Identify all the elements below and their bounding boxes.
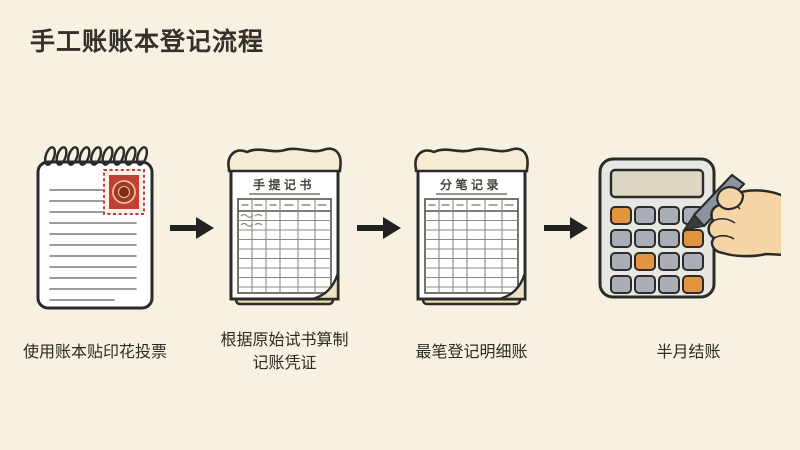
page-curl [310,271,340,300]
step3-illustration: 分笔记录 [409,143,534,313]
hand-with-pen-icon [682,173,781,257]
stamp-icon [103,169,145,215]
step4-illustration [596,153,781,303]
calculator-icon [598,157,716,298]
voucher-ledger-icon: 手提记书 [227,147,342,305]
pen-tip [682,213,706,231]
ledger-table [237,197,332,294]
arrow-right-icon [168,215,214,241]
spiral-binding-icon [43,146,149,166]
detail-ledger-icon: 分笔记录 [414,147,529,305]
top-curl [414,147,529,172]
calculator-display [609,168,705,198]
arrow-right-icon [355,215,401,241]
step2-caption: 根据原始试书算制 记账凭证 [220,332,349,373]
step4-caption: 半月结账 [656,343,721,361]
ledger-title: 手提记书 [253,177,315,192]
arrow-right-icon [542,215,588,241]
step1-illustration [30,140,160,315]
step1-caption: 使用账本贴印花投票 [23,343,168,361]
top-curl [227,147,342,172]
process-flow: 手提记书 [23,140,781,375]
calculator-keys [610,205,704,294]
notebook-with-stamp-icon [36,146,154,310]
step2-illustration: 手提记书 [222,143,347,313]
ledger-title: 分笔记录 [440,177,502,192]
ruled-lines [49,189,137,301]
page-title: 手工账账本登记流程 [30,28,265,56]
thumb [716,185,745,210]
ledger-table [424,197,519,294]
step3-caption: 最笔登记明细账 [415,343,528,361]
page-curl [497,271,527,300]
calculator-with-hand-icon [598,157,781,298]
entry-scribbles [240,213,263,227]
